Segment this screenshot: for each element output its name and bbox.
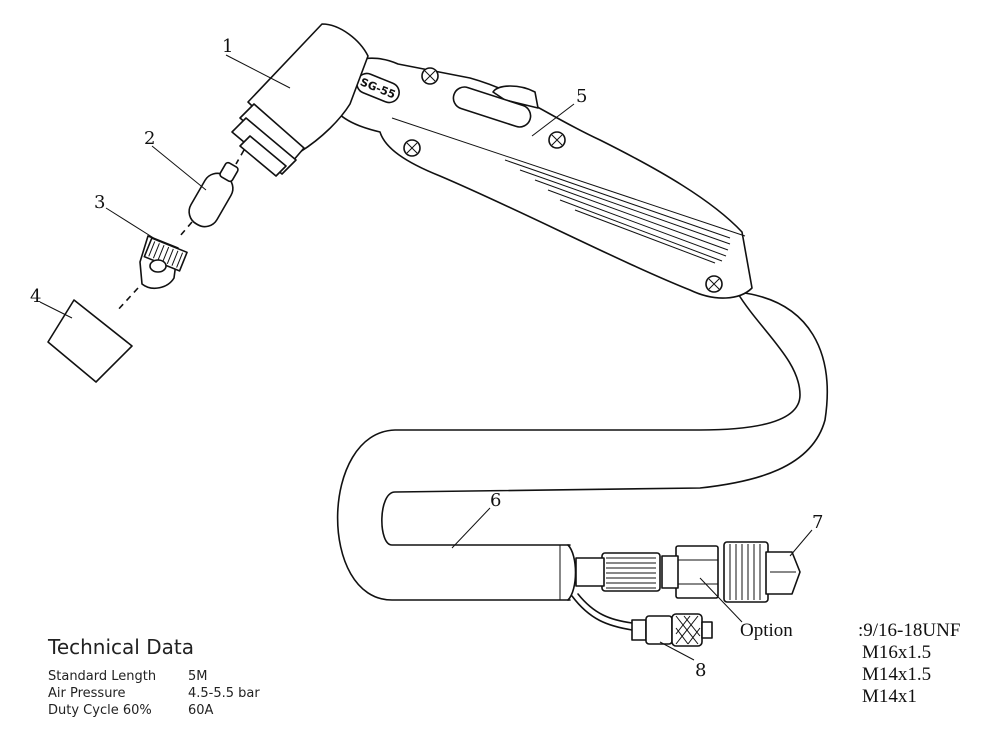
tech-row-value: 4.5-5.5 bar <box>188 686 260 701</box>
nozzle-tip <box>39 287 139 383</box>
thread-options: :9/16-18UNF M16x1.5 M14x1.5 M14x1 <box>858 620 960 707</box>
callout-2: 2 <box>144 128 155 149</box>
handle-grip-lines <box>504 159 731 264</box>
callout-labels: 1 2 3 4 5 6 7 8 <box>30 36 823 681</box>
callout-5: 5 <box>576 86 587 107</box>
thread-option: M14x1 <box>862 686 917 707</box>
tech-row-value: 5M <box>188 669 208 684</box>
connector-knurling <box>606 557 656 589</box>
tech-row-label: Standard Length <box>48 669 156 684</box>
technical-data: Technical Data Standard Length 5M Air Pr… <box>47 635 260 718</box>
torch-handle: SG-55 <box>328 57 753 299</box>
callout-7: 7 <box>812 512 823 533</box>
callout-6: 6 <box>490 490 501 511</box>
tech-row-label: Air Pressure <box>48 686 126 701</box>
callout-1: 1 <box>222 36 233 57</box>
torch-head <box>225 23 369 177</box>
central-connector <box>575 541 801 623</box>
option-label: Option <box>740 620 793 641</box>
thread-option: M16x1.5 <box>862 642 931 663</box>
thread-option: M14x1.5 <box>862 664 931 685</box>
handle-screws <box>403 67 723 293</box>
electrode <box>151 145 245 228</box>
callout-8: 8 <box>695 660 706 681</box>
callout-4: 4 <box>30 286 41 307</box>
tech-row-label: Duty Cycle 60% <box>48 703 152 718</box>
swirl-ring <box>105 207 193 290</box>
tech-row-value: 60A <box>188 703 214 718</box>
control-plug <box>571 593 713 661</box>
callout-3: 3 <box>94 192 105 213</box>
thread-option: :9/16-18UNF <box>858 620 960 641</box>
plug-knurling <box>675 615 701 645</box>
technical-data-title: Technical Data <box>47 635 194 659</box>
fitting-ribs <box>729 544 761 600</box>
